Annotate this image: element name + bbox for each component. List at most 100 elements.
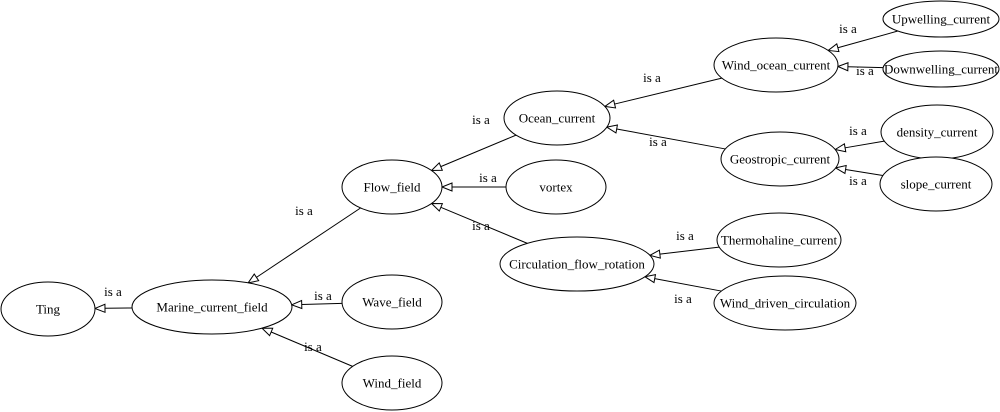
edge-line xyxy=(837,30,898,49)
node-wind-field: Wind_field xyxy=(341,355,443,411)
edge-line xyxy=(616,128,726,150)
node-ellipse xyxy=(341,159,443,215)
node-label: Wind_driven_circulation xyxy=(720,296,851,311)
edge-line xyxy=(440,206,528,244)
is-a-edge: is a xyxy=(826,21,898,53)
is-a-edge: is a xyxy=(430,202,528,244)
hollow-arrowhead-icon xyxy=(605,124,619,134)
edge-label: is a xyxy=(849,123,867,138)
hollow-arrowhead-icon xyxy=(826,43,840,53)
edge-label: is a xyxy=(676,228,694,243)
edge-label: is a xyxy=(314,288,332,303)
node-label: Wave_field xyxy=(362,295,422,310)
edge-label: is a xyxy=(643,70,661,85)
node-ocean-current: Ocean_current xyxy=(503,90,611,146)
hollow-arrowhead-icon xyxy=(643,274,657,284)
edge-label: is a xyxy=(849,173,867,188)
node-label: Geostropic_current xyxy=(730,152,831,167)
is-a-edge: is a xyxy=(290,288,343,310)
node-label: Wind_ocean_current xyxy=(722,58,831,73)
node-label: Flow_field xyxy=(363,180,421,195)
edge-line xyxy=(270,331,353,367)
node-label: Downwelling_current xyxy=(884,62,998,77)
edge-label: is a xyxy=(472,218,490,233)
hollow-arrowhead-icon xyxy=(260,327,274,337)
node-label: Wind_field xyxy=(363,376,422,391)
node-ellipse xyxy=(505,159,607,215)
node-label: Marine_current_field xyxy=(156,300,268,315)
is-a-edge: is a xyxy=(603,70,722,109)
edge-line xyxy=(654,278,722,292)
hollow-arrowhead-icon xyxy=(247,273,260,284)
edge-line xyxy=(614,77,722,105)
is-a-edge: is a xyxy=(605,124,726,150)
is-a-edge: is a xyxy=(833,123,885,153)
edge-line xyxy=(440,134,517,168)
hollow-arrowhead-icon xyxy=(430,202,444,212)
is-a-edge: is a xyxy=(430,112,517,171)
node-label: Ocean_current xyxy=(519,111,596,126)
hollow-arrowhead-icon xyxy=(290,299,303,310)
edge-line xyxy=(844,140,885,149)
node-ellipse xyxy=(341,355,443,411)
node-label: density_current xyxy=(897,125,978,140)
edge-label: is a xyxy=(856,63,874,78)
is-a-edge: is a xyxy=(648,228,720,259)
node-geostropic-current: Geostropic_current xyxy=(720,131,840,187)
edge-line xyxy=(845,169,883,176)
node-wind-driven-circulation: Wind_driven_circulation xyxy=(713,275,857,331)
node-ellipse xyxy=(882,50,1000,88)
node-marine-current-field: Marine_current_field xyxy=(131,279,293,335)
node-label: Upwelling_current xyxy=(892,12,991,27)
is-a-edge: is a xyxy=(440,170,506,192)
node-downwelling-current: Downwelling_current xyxy=(882,50,1000,88)
hollow-arrowhead-icon xyxy=(93,303,106,314)
node-ting: Ting xyxy=(0,281,96,337)
node-ellipse xyxy=(713,37,839,93)
node-ellipse xyxy=(503,90,611,146)
is-a-edge: is a xyxy=(93,284,133,314)
node-thermohaline-current: Thermohaline_current xyxy=(716,212,842,268)
edge-line xyxy=(847,66,884,69)
hollow-arrowhead-icon xyxy=(648,249,661,259)
edge-line xyxy=(256,207,361,278)
hollow-arrowhead-icon xyxy=(833,143,847,153)
hollow-arrowhead-icon xyxy=(430,162,444,171)
node-ellipse xyxy=(720,131,840,187)
node-ellipse xyxy=(341,274,443,330)
hollow-arrowhead-icon xyxy=(440,182,453,192)
is-a-edge: is a xyxy=(247,203,361,284)
node-circulation-flow-rotation: Circulation_flow_rotation xyxy=(499,236,655,292)
node-label: slope_current xyxy=(901,177,972,192)
node-ellipse xyxy=(879,156,993,212)
node-label: Circulation_flow_rotation xyxy=(509,257,645,272)
edge-label: is a xyxy=(479,170,497,185)
hollow-arrowhead-icon xyxy=(834,164,847,175)
is-a-edge: is a xyxy=(834,164,883,188)
edge-label: is a xyxy=(839,21,857,36)
node-ellipse xyxy=(882,0,1000,38)
node-density-current: density_current xyxy=(880,104,994,160)
node-label: Ting xyxy=(36,302,61,317)
node-slope-current: slope_current xyxy=(879,156,993,212)
is-a-edge: is a xyxy=(643,274,722,306)
is-a-edge: is a xyxy=(836,62,884,78)
hollow-arrowhead-icon xyxy=(603,99,617,109)
edge-label: is a xyxy=(649,134,667,149)
node-label: Thermohaline_current xyxy=(721,233,838,248)
node-ellipse xyxy=(499,236,655,292)
edge-label: is a xyxy=(674,291,692,306)
edge-label: is a xyxy=(104,284,122,299)
node-ellipse xyxy=(131,279,293,335)
edge-label: is a xyxy=(304,339,322,354)
node-upwelling-current: Upwelling_current xyxy=(882,0,1000,38)
node-ellipse xyxy=(716,212,842,268)
edge-label: is a xyxy=(295,203,313,218)
edge-line xyxy=(659,246,720,255)
edge-line xyxy=(301,302,343,306)
node-label: vortex xyxy=(539,180,573,195)
node-ellipse xyxy=(0,281,96,337)
hollow-arrowhead-icon xyxy=(836,62,849,72)
